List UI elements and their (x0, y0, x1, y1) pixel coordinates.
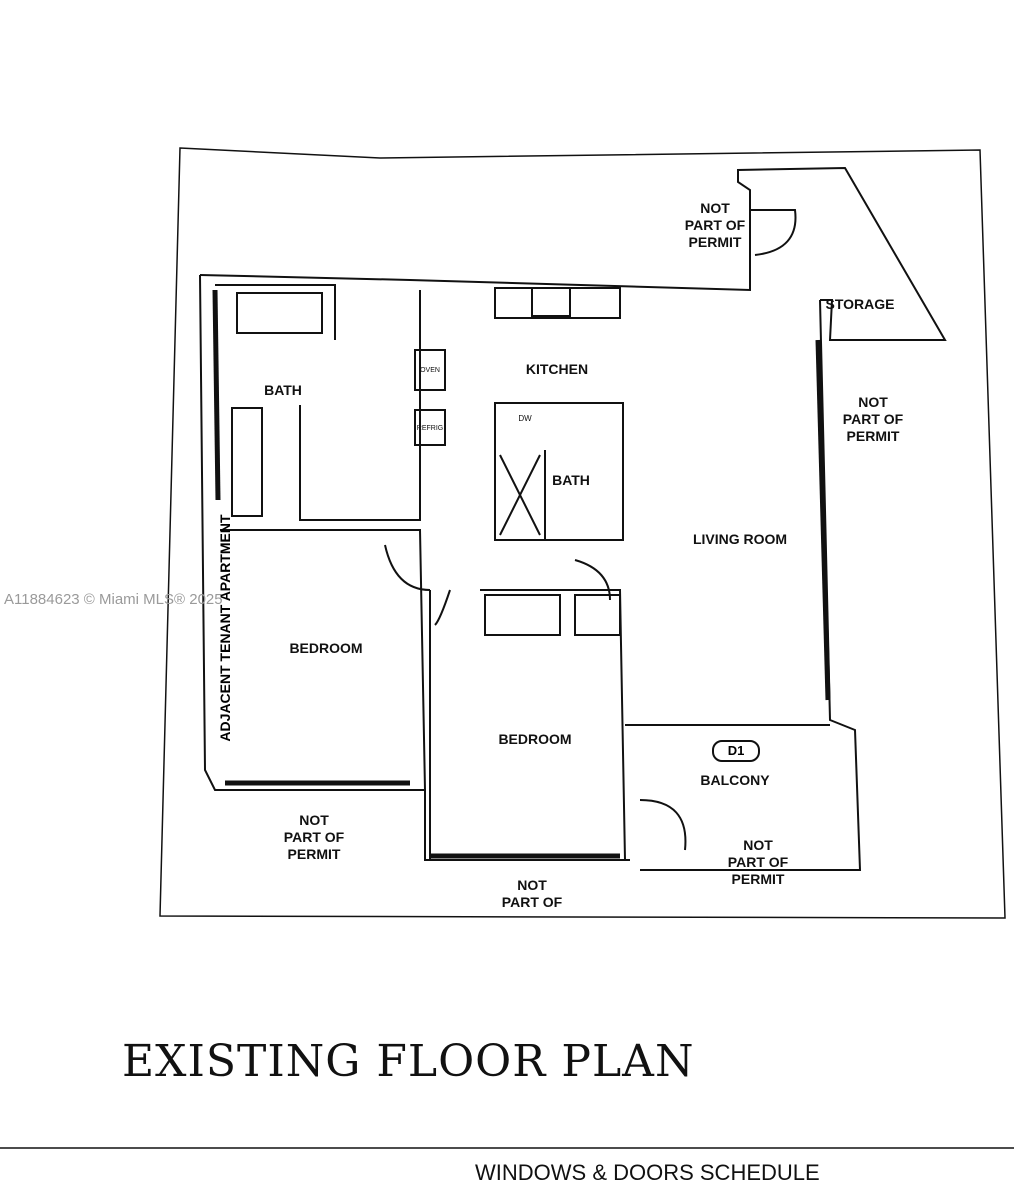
schedule-title: WINDOWS & DOORS SCHEDULE (475, 1160, 820, 1185)
watermark: A11884623 © Miami MLS® 2025 (4, 591, 223, 608)
cooktop (531, 287, 571, 317)
label-not-part-of-permit-right: NOT PART OF PERMIT (842, 394, 904, 444)
label-not-part-of-permit-top: NOT PART OF PERMIT (684, 200, 746, 250)
label-bath-center: BATH (552, 472, 590, 488)
label-kitchen: KITCHEN (525, 361, 589, 377)
label-not-part-of-bottom-center: NOT PART OF (501, 877, 563, 910)
label-refrig: REFRIG (416, 425, 444, 432)
sheet-border (159, 147, 1006, 919)
label-bedroom-left: BEDROOM (289, 640, 363, 656)
oven (414, 349, 446, 391)
window (815, 339, 831, 701)
bedroom-center-walls (429, 589, 830, 861)
kitchen-counter-top (494, 287, 621, 319)
label-bath-master: BATH (264, 382, 302, 398)
refrigerator (414, 409, 446, 446)
label-bedroom-center: BEDROOM (498, 731, 572, 747)
exterior-wall (199, 166, 947, 341)
label-oven: OVEN (420, 367, 440, 374)
bedroom-left-walls (220, 529, 431, 791)
label-not-part-of-permit-bottom-left: NOT PART OF PERMIT (283, 812, 345, 862)
door-swing (434, 559, 687, 851)
label-not-part-of-permit-balcony: NOT PART OF PERMIT (727, 837, 789, 887)
bathtub (236, 292, 323, 334)
closet (484, 594, 621, 636)
drawing-title: EXISTING FLOOR PLAN (122, 1036, 695, 1087)
label-living-room: LIVING ROOM (692, 531, 788, 547)
label-dw: DW (518, 414, 532, 423)
label-balcony: BALCONY (700, 772, 770, 788)
window (212, 289, 221, 501)
storage-door (750, 209, 797, 256)
kitchen-island (494, 402, 624, 541)
door-tag-d1: D1 (712, 740, 760, 762)
vanity (231, 407, 263, 517)
master-bath-walls (215, 284, 421, 521)
exterior-wall-left (199, 274, 630, 861)
label-storage: STORAGE (825, 296, 895, 312)
label-adjacent-tenant-apartment: ADJACENT TENANT APARTMENT (217, 514, 233, 742)
